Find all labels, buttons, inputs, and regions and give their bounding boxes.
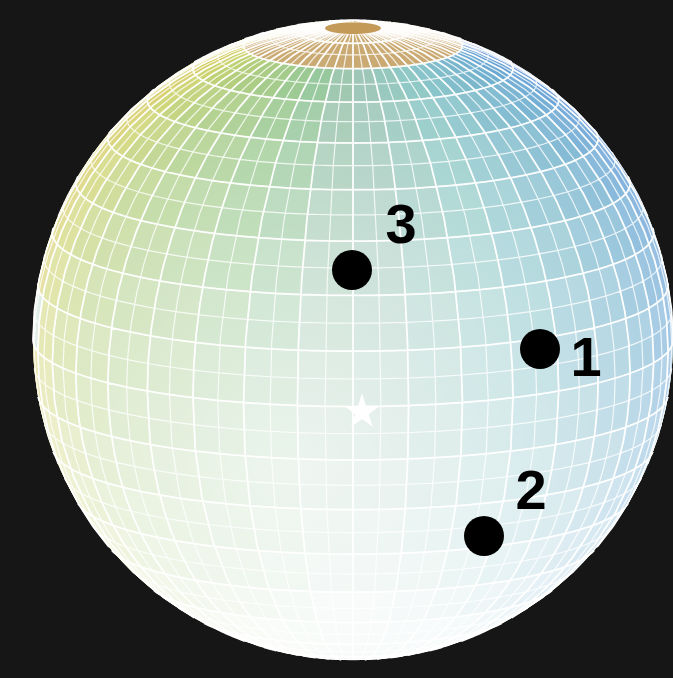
center-star	[345, 394, 380, 427]
callout-number: 2	[515, 462, 546, 518]
grid-lines	[33, 20, 673, 660]
sphere-sheen	[33, 20, 673, 660]
sphere-base	[33, 20, 673, 660]
callout-number: 3	[385, 196, 416, 252]
marker-dot	[464, 516, 504, 556]
marker-dot	[332, 250, 372, 290]
color-cells	[33, 20, 673, 660]
marker-dots	[332, 250, 560, 556]
pole-cap	[325, 22, 381, 34]
pole-grid	[33, 20, 673, 660]
marker-dot	[520, 329, 560, 369]
callout-number: 1	[570, 329, 601, 385]
